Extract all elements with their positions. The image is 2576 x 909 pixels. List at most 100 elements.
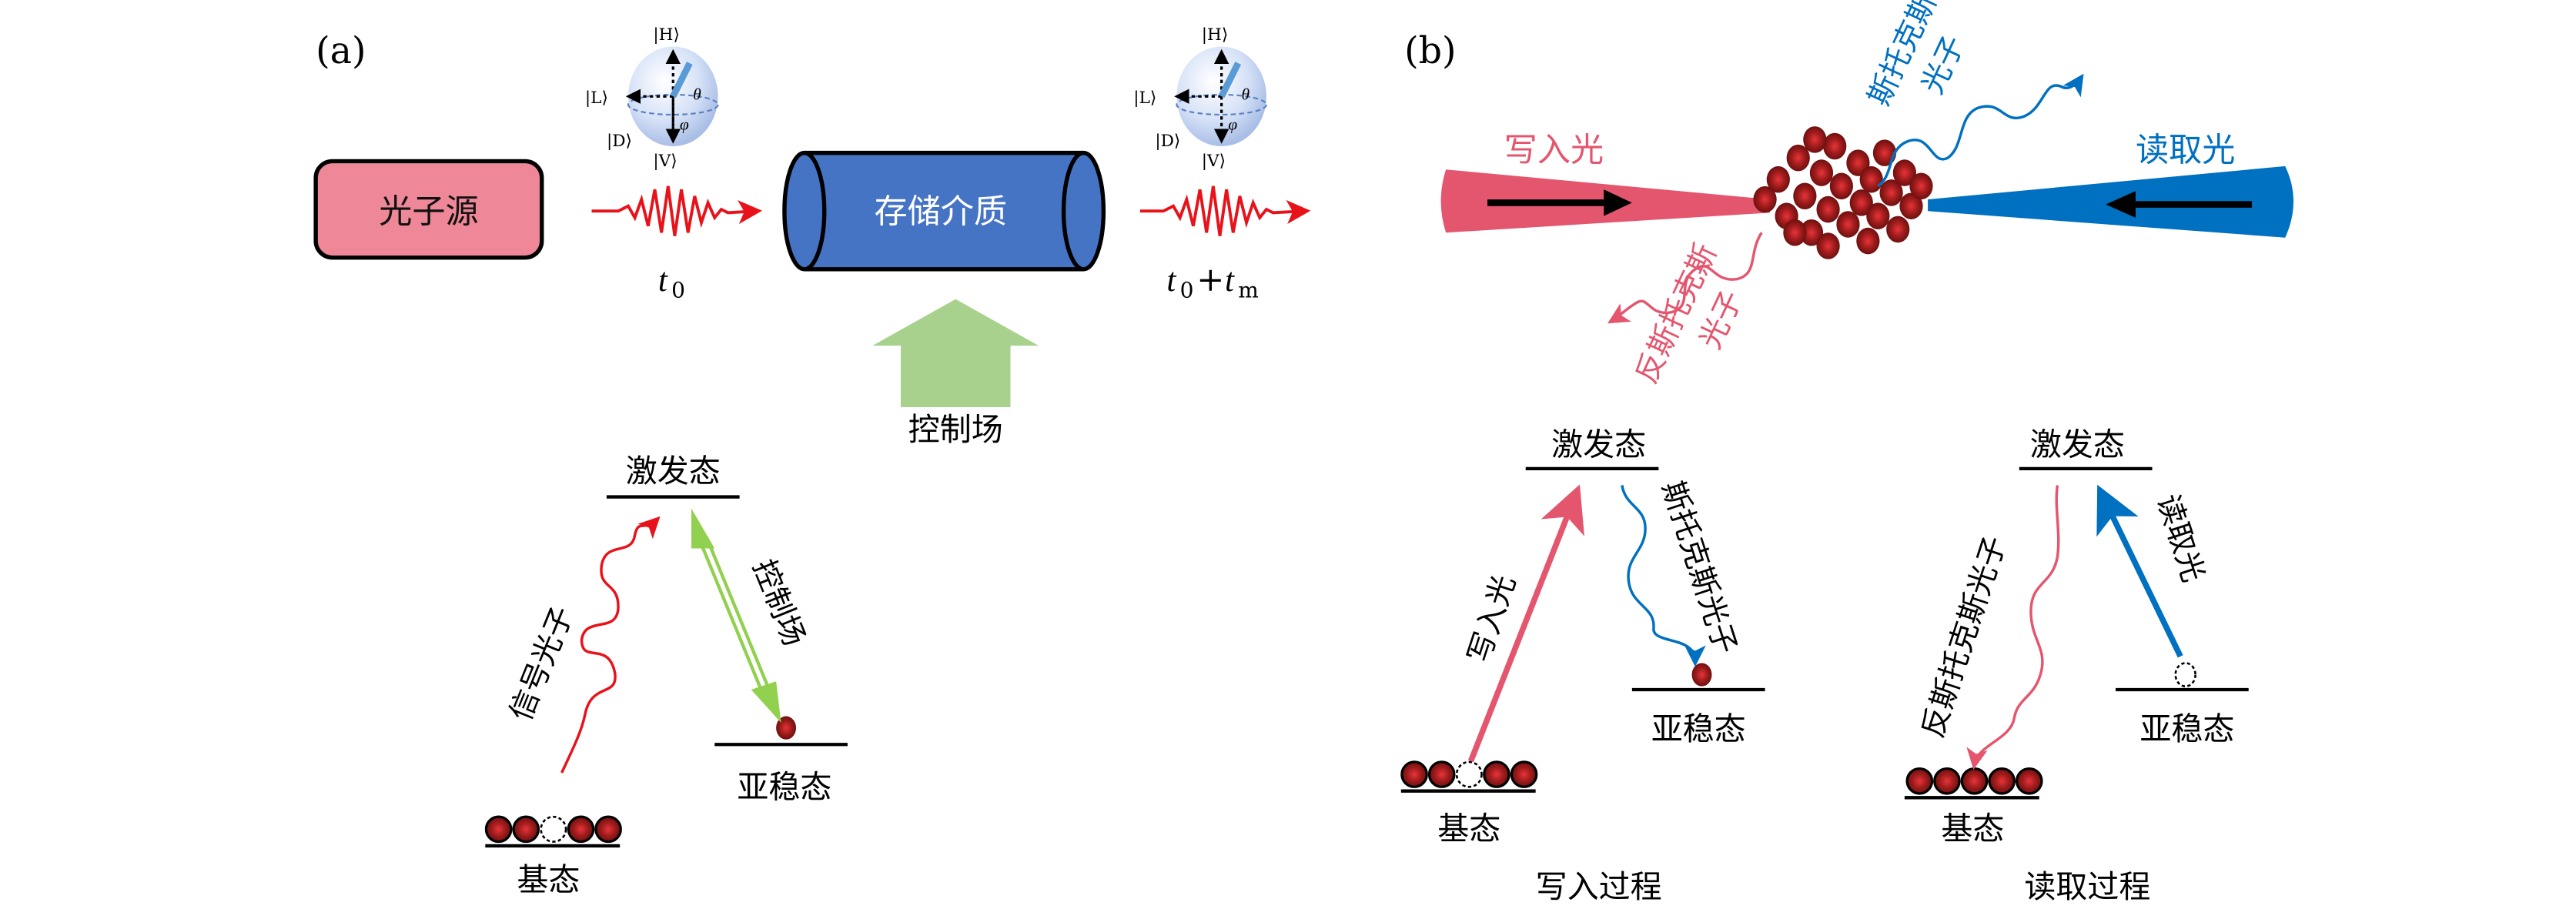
ensemble-atom — [1886, 216, 1910, 243]
ensemble-atom — [1783, 219, 1807, 246]
atomic-ensemble — [1753, 126, 1933, 259]
atom — [1400, 760, 1428, 788]
theta-label: θ — [1242, 85, 1250, 104]
control-field-double-arrow — [691, 508, 781, 724]
read-light-transition-label: 读取光 — [2149, 490, 2210, 587]
atom — [567, 815, 595, 844]
antistokes-photon-label: 反斯托克斯 光子 — [1629, 239, 1749, 389]
theta-label: θ — [693, 85, 701, 104]
storage-medium-cylinder: 存储介质 — [782, 150, 1106, 272]
read-ground-label: 基态 — [1941, 810, 2004, 847]
photon-source-label: 光子源 — [379, 192, 478, 231]
metastable-atom — [776, 716, 797, 740]
atom — [1905, 767, 1934, 795]
read-metastable-label: 亚稳态 — [2139, 710, 2234, 747]
control-field-arrow — [872, 299, 1039, 407]
antistokes-transition-label: 反斯托克斯光子 — [1915, 532, 2013, 742]
ensemble-atom — [1856, 227, 1880, 255]
ket-V-label: |V⟩ — [653, 152, 677, 171]
read-process-title: 读取过程 — [2024, 868, 2150, 905]
bloch-sphere-input: |H⟩ |V⟩ |L⟩ |D⟩ θ φ — [585, 25, 719, 171]
atom — [1933, 767, 1961, 795]
panel-b-label: (b) — [1404, 30, 1456, 72]
panel-b: (b) 写入光 读取光 斯托克斯 光子 反斯托克斯 光子 — [1400, 0, 2294, 905]
photon-source-box: 光子源 — [313, 159, 544, 260]
write-light-arrow — [1467, 484, 1584, 763]
signal-photon-wave — [560, 516, 661, 774]
empty-atom-slot — [540, 815, 567, 843]
bloch-sphere-output: |H⟩ |V⟩ |L⟩ |D⟩ θ φ — [1133, 25, 1268, 171]
excited-state-label: 激发态 — [626, 453, 721, 490]
ensemble-atom — [1849, 189, 1873, 216]
stokes-photon-wave — [1877, 73, 2084, 188]
control-field-transition-label: 控制场 — [746, 555, 811, 651]
ket-H-label: |H⟩ — [653, 25, 680, 45]
ensemble-atom — [1766, 165, 1790, 193]
write-ground-atoms — [1400, 760, 1538, 788]
svg-text:0: 0 — [671, 277, 685, 302]
ensemble-atom — [1823, 132, 1847, 160]
storage-medium-label: 存储介质 — [875, 192, 1008, 231]
ensemble-atom — [1799, 219, 1824, 246]
output-photon-wavepacket — [1139, 185, 1311, 236]
write-metastable-label: 亚稳态 — [1651, 710, 1746, 747]
ensemble-atom — [1803, 126, 1827, 153]
time-label-in: t 0 — [658, 262, 685, 303]
ensemble-atom — [1909, 172, 1933, 200]
write-ground-label: 基态 — [1437, 810, 1500, 847]
svg-text:t: t — [658, 262, 668, 299]
atom — [1427, 760, 1456, 788]
read-metastable-empty-slot — [2174, 662, 2196, 687]
ket-H-label: |H⟩ — [1202, 25, 1229, 45]
ensemble-atom — [1816, 196, 1840, 223]
ensemble-atom — [1829, 172, 1853, 200]
svg-text:t: t — [1225, 262, 1235, 299]
ensemble-atom — [1786, 144, 1810, 172]
svg-text:0: 0 — [1180, 277, 1194, 302]
ensemble-atom — [1753, 185, 1777, 213]
atom — [512, 815, 540, 844]
atom — [594, 815, 622, 844]
ensemble-atom — [1793, 182, 1817, 210]
write-excited-label: 激发态 — [1551, 426, 1646, 463]
atom — [1510, 760, 1538, 788]
write-metastable-atom — [1691, 663, 1712, 687]
atom — [1988, 767, 2016, 795]
ensemble-atom — [1892, 159, 1916, 186]
atom — [1483, 760, 1510, 788]
ket-D-label: |D⟩ — [1155, 132, 1180, 151]
ensemble-atom — [1866, 202, 1890, 229]
read-beam-arrow-icon — [2106, 191, 2136, 218]
antistokes-transition-wave — [1966, 485, 2060, 770]
stokes-transition-wave — [1621, 485, 1706, 667]
stokes-photon-label: 斯托克斯 光子 — [1862, 0, 1972, 112]
atom — [484, 815, 513, 844]
write-beam — [1440, 169, 1771, 233]
signal-photon-label: 信号光子 — [503, 602, 580, 726]
read-beam — [1928, 165, 2294, 238]
panel-a-label: (a) — [316, 30, 366, 72]
read-ground-atoms — [1905, 767, 2043, 795]
ket-D-label: |D⟩ — [607, 132, 632, 151]
ensemble-atom — [1879, 179, 1903, 206]
control-field-label: 控制场 — [908, 411, 1003, 448]
read-light-arrow — [2096, 484, 2183, 658]
ket-L-label: |L⟩ — [1133, 89, 1156, 108]
ensemble-atom — [1859, 165, 1883, 193]
write-beam-arrow-icon — [1604, 189, 1632, 216]
metastable-state-label: 亚稳态 — [737, 768, 831, 805]
level-diagram-a: 激发态 亚稳态 基态 信号光子 控制场 — [484, 453, 848, 898]
atom — [1960, 767, 1989, 795]
read-excited-label: 激发态 — [2030, 426, 2125, 463]
svg-text:m: m — [1238, 277, 1259, 302]
svg-text:+: + — [1196, 261, 1224, 299]
ensemble-atom — [1809, 159, 1834, 186]
input-photon-wavepacket — [591, 185, 762, 236]
atom — [2015, 767, 2043, 795]
svg-text:t: t — [1166, 262, 1176, 299]
phi-label: φ — [1228, 115, 1237, 133]
write-light-label: 写入光 — [1504, 131, 1604, 169]
ket-V-label: |V⟩ — [1202, 152, 1226, 171]
time-label-out: t 0 + t m — [1166, 261, 1258, 303]
read-light-label: 读取光 — [2136, 131, 2235, 169]
